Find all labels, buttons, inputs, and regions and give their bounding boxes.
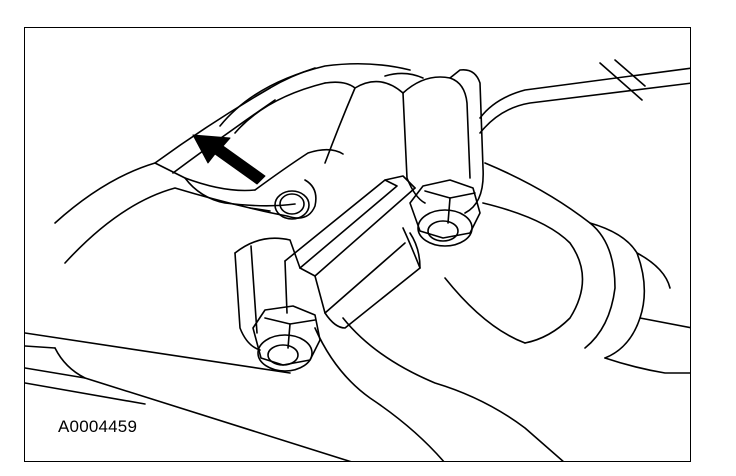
locating-pin xyxy=(274,190,310,220)
figure-reference-code: A0004459 xyxy=(58,417,138,436)
clamp-strap xyxy=(284,175,421,329)
housing-body xyxy=(154,62,411,191)
upper-bolt-block xyxy=(354,68,484,214)
cylinder-body xyxy=(314,162,690,461)
upper-bolt xyxy=(409,179,481,247)
frame-rail xyxy=(25,332,352,461)
lower-bolt xyxy=(252,305,321,372)
illustration-frame: A0004459 xyxy=(24,27,691,462)
background-tube xyxy=(479,59,690,134)
component-illustration xyxy=(25,59,690,461)
arrow-icon xyxy=(192,134,266,185)
lower-bolt-block xyxy=(234,237,301,351)
mounting-flange xyxy=(54,162,317,264)
